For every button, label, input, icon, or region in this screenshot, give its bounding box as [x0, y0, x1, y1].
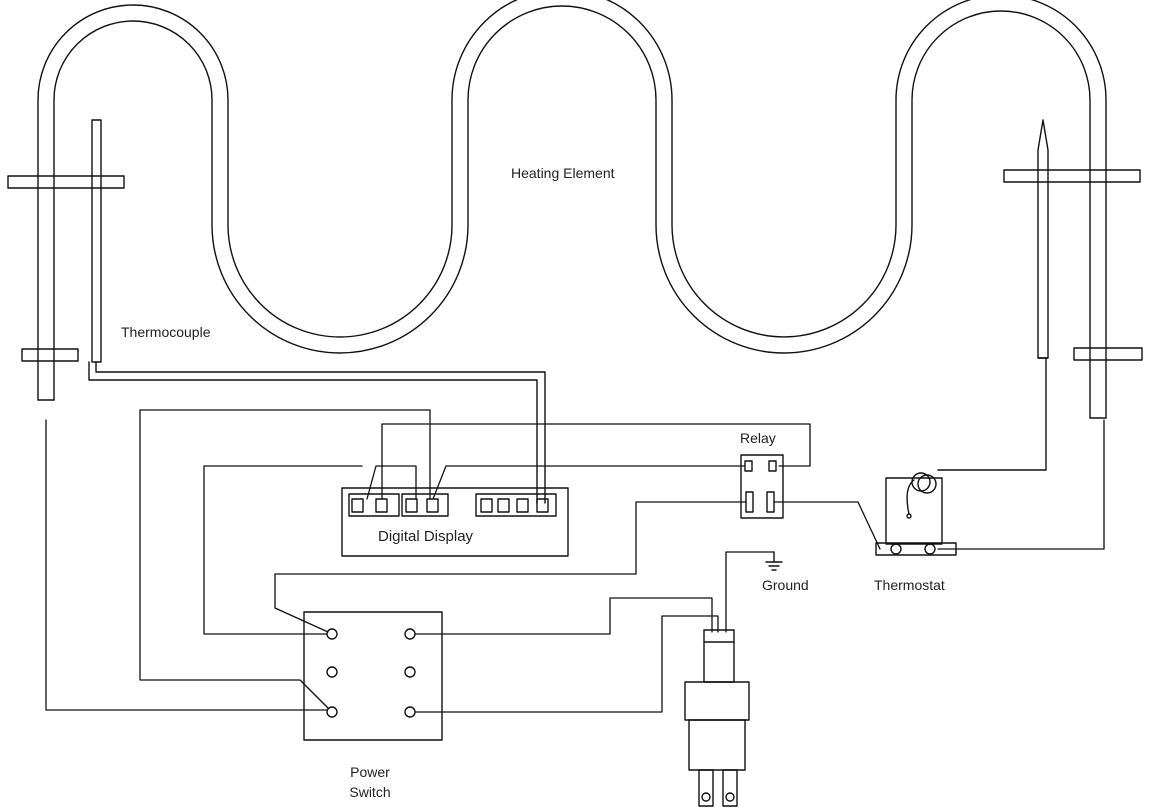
wires [45, 409, 1105, 713]
power-switch-label-line2: Switch [349, 784, 391, 800]
relay-label: Relay [740, 430, 776, 446]
thermostat-label: Thermostat [874, 577, 945, 593]
power-switch-label-line1: Power [350, 764, 390, 780]
right-lower-bracket [1073, 347, 1143, 361]
right-upper-bracket [1003, 169, 1141, 183]
digital-display [341, 487, 569, 557]
left-lower-bracket [21, 348, 79, 362]
left-upper-bracket [7, 175, 125, 189]
thermocouple-label: Thermocouple [121, 324, 211, 340]
heating-element-label: Heating Element [511, 165, 615, 181]
digital-display-label: Digital Display [378, 528, 474, 545]
ground-symbol [765, 551, 783, 571]
ground-label: Ground [762, 577, 809, 593]
power-switch [303, 611, 443, 741]
power-plug [684, 629, 750, 807]
relay [740, 454, 784, 519]
thermocouple-probe [88, 119, 546, 504]
thermostat-probe [937, 119, 1049, 471]
heating-element [37, 0, 1107, 419]
thermostat [875, 472, 957, 556]
